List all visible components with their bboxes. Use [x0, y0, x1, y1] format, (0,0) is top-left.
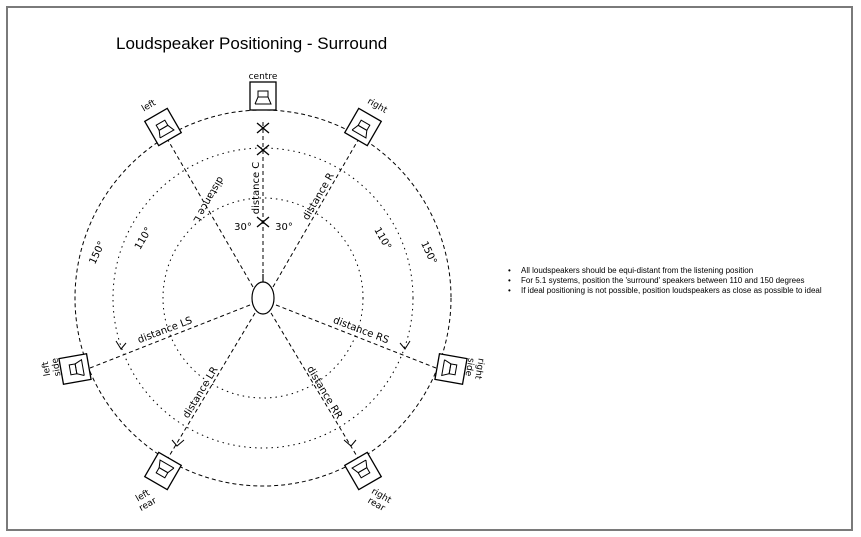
left-speaker-icon [143, 107, 183, 147]
svg-text:right: right [472, 357, 486, 380]
cross-mark-inner [256, 144, 270, 156]
right-speaker-label: right [365, 97, 389, 116]
centre-speaker-label: centre [249, 72, 278, 82]
left-rear-speaker-icon [143, 451, 183, 491]
angle-110-left-label: 110° [133, 226, 155, 252]
right-side-speaker-icon [434, 353, 468, 385]
distance-rr-label: distance RR [304, 364, 344, 421]
cross-mark-outer [256, 122, 270, 134]
distance-rs-label: distance RS [331, 315, 390, 346]
svg-text:left: left [41, 360, 53, 377]
distance-c-label: distance C [251, 162, 262, 215]
svg-text:side: side [462, 357, 475, 377]
distance-rr-line [270, 312, 359, 459]
right-rear-speaker-label: right rear [366, 487, 393, 514]
arrowhead-lr-outer [171, 439, 185, 447]
distance-lr-line [167, 312, 256, 459]
angle-150-left-label: 150° [88, 240, 108, 266]
distance-l-label: distance L [190, 174, 225, 224]
diagram-title: Loudspeaker Positioning - Surround [116, 34, 388, 53]
arrowhead-ls-inner [115, 340, 127, 350]
middle-dotted-arc [162, 197, 364, 399]
angle-30-right-label: 30° [275, 222, 293, 233]
left-side-speaker-label: left side [41, 357, 64, 377]
left-speaker-label: left [140, 98, 158, 114]
note-item: For 5.1 systems, position the 'surround'… [506, 276, 846, 286]
svg-text:side: side [50, 357, 63, 377]
note-item: All loudspeakers should be equi-distant … [506, 266, 846, 276]
angle-150-right-label: 150° [418, 240, 438, 266]
right-speaker-icon [343, 107, 383, 147]
distance-ls-line [89, 304, 251, 369]
inner-dotted-circle [112, 147, 414, 449]
arrowhead-rs-inner [399, 340, 411, 350]
cross-mark-angle [256, 216, 270, 228]
listener-head [251, 281, 275, 315]
centre-speaker-icon [249, 81, 277, 111]
distance-rs-line [275, 304, 437, 369]
right-rear-speaker-icon [343, 451, 383, 491]
positioning-notes-list: All loudspeakers should be equi-distant … [506, 266, 846, 296]
angle-110-right-label: 110° [371, 226, 393, 252]
distance-lr-label: distance LR [181, 365, 220, 420]
left-side-speaker-icon [58, 353, 92, 385]
distance-l-line [164, 134, 254, 288]
angle-30-left-label: 30° [234, 222, 252, 233]
note-item: If ideal positioning is not possible, po… [506, 286, 846, 296]
distance-r-line [272, 134, 362, 288]
left-rear-speaker-label: left rear [134, 488, 158, 514]
right-side-speaker-label: right side [462, 357, 486, 380]
arrowhead-rr-outer [343, 439, 357, 447]
